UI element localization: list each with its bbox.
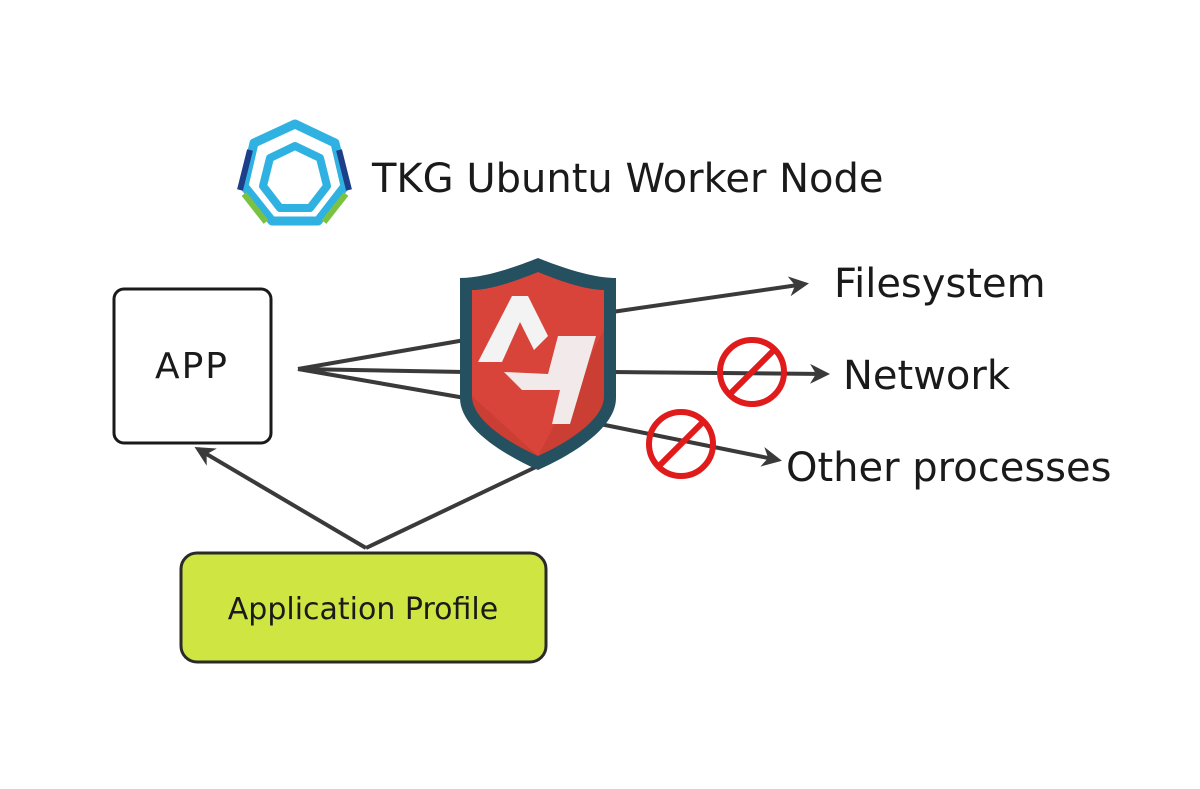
edge-to-processes — [599, 422, 782, 467]
apparmor-shield-icon — [460, 258, 616, 470]
tanzu-kubernetes-logo-icon — [237, 119, 352, 226]
network-prohibited-icon — [717, 337, 787, 407]
edges — [194, 276, 830, 550]
edge-app-shield-middle — [297, 367, 466, 374]
edge-profile-to-app — [194, 446, 368, 550]
application-profile-label: Application Profile — [228, 592, 498, 627]
processes-prohibited-icon — [646, 409, 716, 479]
network-label: Network — [843, 353, 1011, 399]
edge-app-shield-lower — [297, 367, 466, 400]
other-processes-label: Other processes — [786, 445, 1111, 491]
app-label: APP — [155, 346, 229, 387]
edge-app-shield-upper — [297, 338, 466, 371]
application-profile-node: Application Profile — [179, 551, 548, 664]
filesystem-label: Filesystem — [834, 261, 1046, 307]
app-node: APP — [112, 287, 273, 445]
edge-profile-to-shield — [365, 464, 539, 550]
diagram-title: TKG Ubuntu Worker Node — [371, 156, 884, 202]
edge-to-filesystem — [611, 276, 809, 314]
